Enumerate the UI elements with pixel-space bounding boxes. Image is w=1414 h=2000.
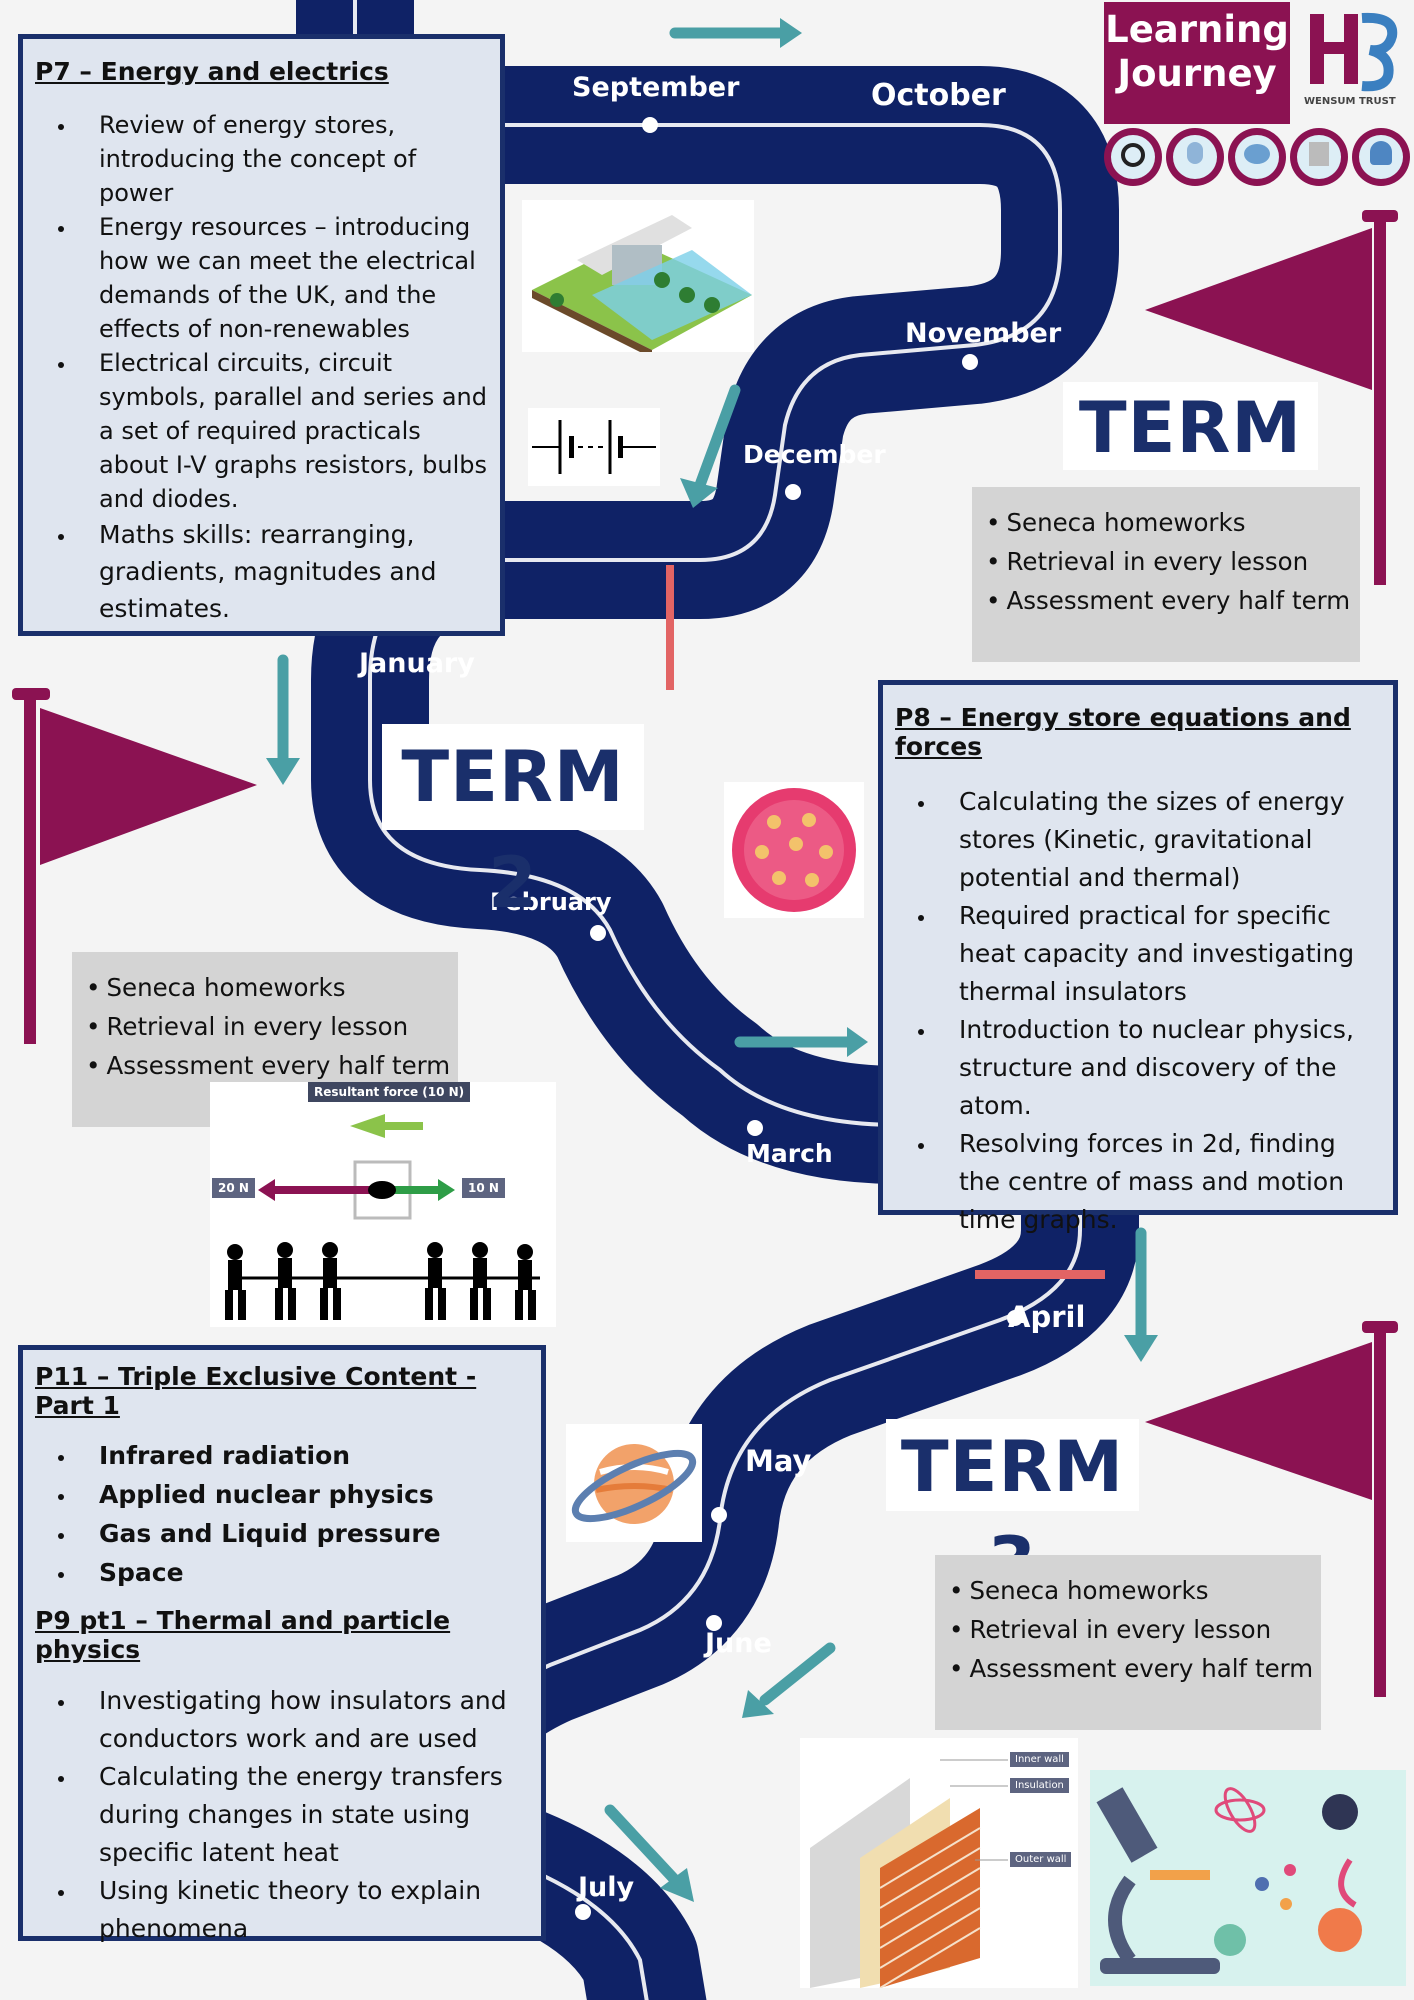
p8-item: Introduction to nuclear physics, structu… — [937, 1011, 1383, 1125]
logo-line1: Learning — [1105, 8, 1289, 51]
p11-item: Infrared radiation — [77, 1436, 531, 1475]
p7-item: Electrical circuits, circuit symbols, pa… — [77, 346, 490, 516]
p7-item: Review of energy stores, introducing the… — [77, 108, 490, 210]
month-november: November — [905, 318, 1062, 349]
right-force-label: 10 N — [462, 1178, 505, 1198]
p11-item: Space — [77, 1553, 531, 1592]
insulation-label: Insulation — [1010, 1778, 1069, 1793]
dam-icon — [532, 215, 752, 358]
flag-term3-icon — [1145, 1321, 1398, 1697]
month-december: December — [743, 440, 886, 469]
battery-symbol-image — [528, 408, 660, 486]
p9-title: P9 pt1 – Thermal and particle physics — [35, 1606, 451, 1664]
plum-pudding-atom-icon — [732, 788, 856, 912]
microscope-science-icon — [1096, 1787, 1362, 1974]
term1-divider — [666, 565, 674, 690]
p8-item: Resolving forces in 2d, finding the cent… — [937, 1125, 1383, 1239]
learning-journey-logo: Learning Journey — [1104, 2, 1290, 124]
note-item: Assessment every half term — [949, 1649, 1313, 1688]
flag-term1-icon — [1145, 210, 1398, 585]
term2-label: TERM 2 — [382, 724, 644, 924]
trust-name: WENSUM TRUST — [1304, 96, 1396, 107]
month-july: July — [578, 1872, 635, 1903]
cavity-wall-image: Inner wall Insulation Outer wall — [800, 1738, 1078, 1988]
outer-wall-label: Outer wall — [1010, 1852, 1072, 1867]
note-item: Seneca homeworks — [949, 1571, 1307, 1610]
left-force-label: 20 N — [212, 1178, 255, 1198]
p11-item: Applied nuclear physics — [77, 1475, 531, 1514]
month-january: January — [359, 648, 475, 679]
term3-notes: Seneca homeworks Retrieval in every less… — [935, 1555, 1321, 1730]
month-april: April — [1008, 1300, 1086, 1334]
term3-label: TERM 3 — [886, 1419, 1139, 1604]
month-june: June — [705, 1628, 772, 1659]
p7-topic-panel: P7 – Energy and electrics Review of ener… — [18, 34, 505, 636]
imaginative-badge-icon — [1166, 128, 1224, 186]
note-item: Assessment every half term — [86, 1046, 450, 1085]
month-may: May — [745, 1444, 812, 1478]
brick-wall-icon — [810, 1759, 1008, 1988]
science-icons-image — [1090, 1770, 1406, 1986]
collaborative-badge-icon — [1228, 128, 1286, 186]
hydro-dam-image — [522, 200, 754, 358]
month-february: February — [490, 888, 612, 916]
month-october: October — [871, 78, 1006, 113]
inner-wall-label: Inner wall — [1010, 1752, 1069, 1767]
note-item: Retrieval in every lesson — [949, 1610, 1307, 1649]
term1-label: TERM 1 — [1063, 382, 1318, 561]
inquisitive-badge-icon — [1104, 128, 1162, 186]
p11-p9-topic-panel: P11 – Triple Exclusive Content -Part 1 I… — [18, 1345, 546, 1943]
term1-notes: Seneca homeworks Retrieval in every less… — [972, 487, 1360, 662]
p9-item: Calculating the energy transfers during … — [77, 1758, 531, 1872]
flag-term2-icon — [12, 688, 257, 1044]
month-march: March — [746, 1139, 833, 1168]
resultant-force-label: Resultant force (10 N) — [308, 1082, 471, 1102]
month-september: September — [572, 72, 740, 103]
p7-item: Energy resources – introducing how we ca… — [77, 210, 490, 346]
p7-title: P7 – Energy and electrics — [35, 57, 389, 86]
saturn-icon — [571, 1444, 697, 1524]
p8-topic-panel: P8 – Energy store equations and forces C… — [878, 680, 1398, 1234]
p8-item: Calculating the sizes of energy stores (… — [937, 783, 1383, 897]
atom-model-image — [724, 782, 864, 918]
p8-item: Required practical for specific heat cap… — [937, 897, 1383, 1011]
month-markers — [575, 117, 1023, 1920]
p9-item: Using kinetic theory to explain phenomen… — [77, 1872, 531, 1948]
p11-item: Gas and Liquid pressure — [77, 1514, 531, 1553]
logo-line2: Journey — [1117, 52, 1277, 95]
p8-title: P8 – Energy store equations and forces — [895, 703, 1351, 761]
note-item: Assessment every half term — [986, 581, 1350, 620]
arrow-down-left-icon-2 — [759, 1642, 836, 1706]
note-item: Retrieval in every lesson — [986, 542, 1346, 581]
persistent-badge-icon — [1290, 128, 1348, 186]
disciplined-badge-icon — [1352, 128, 1410, 186]
p7-item: Maths skills: rearranging, gradients, ma… — [77, 516, 490, 627]
note-item: Retrieval in every lesson — [86, 1007, 444, 1046]
term2-divider — [975, 1270, 1105, 1279]
arrow-down-right-icon — [604, 1804, 681, 1886]
battery-circuit-icon — [532, 420, 656, 474]
note-item: Seneca homeworks — [986, 503, 1346, 542]
arrow-down-left-icon — [694, 384, 741, 491]
p9-item: Investigating how insulators and conduct… — [77, 1682, 531, 1758]
tug-of-war-icon — [225, 1114, 540, 1320]
p11-title: P11 – Triple Exclusive Content -Part 1 — [35, 1362, 477, 1420]
arrow-head — [780, 18, 802, 48]
planet-saturn-image — [566, 1424, 702, 1542]
wensum-trust-logo-icon: WENSUM TRUST — [1304, 12, 1398, 107]
tug-of-war-force-image: Resultant force (10 N) 20 N 10 N — [210, 1082, 556, 1327]
note-item: Seneca homeworks — [86, 968, 444, 1007]
value-badges — [1104, 128, 1414, 190]
